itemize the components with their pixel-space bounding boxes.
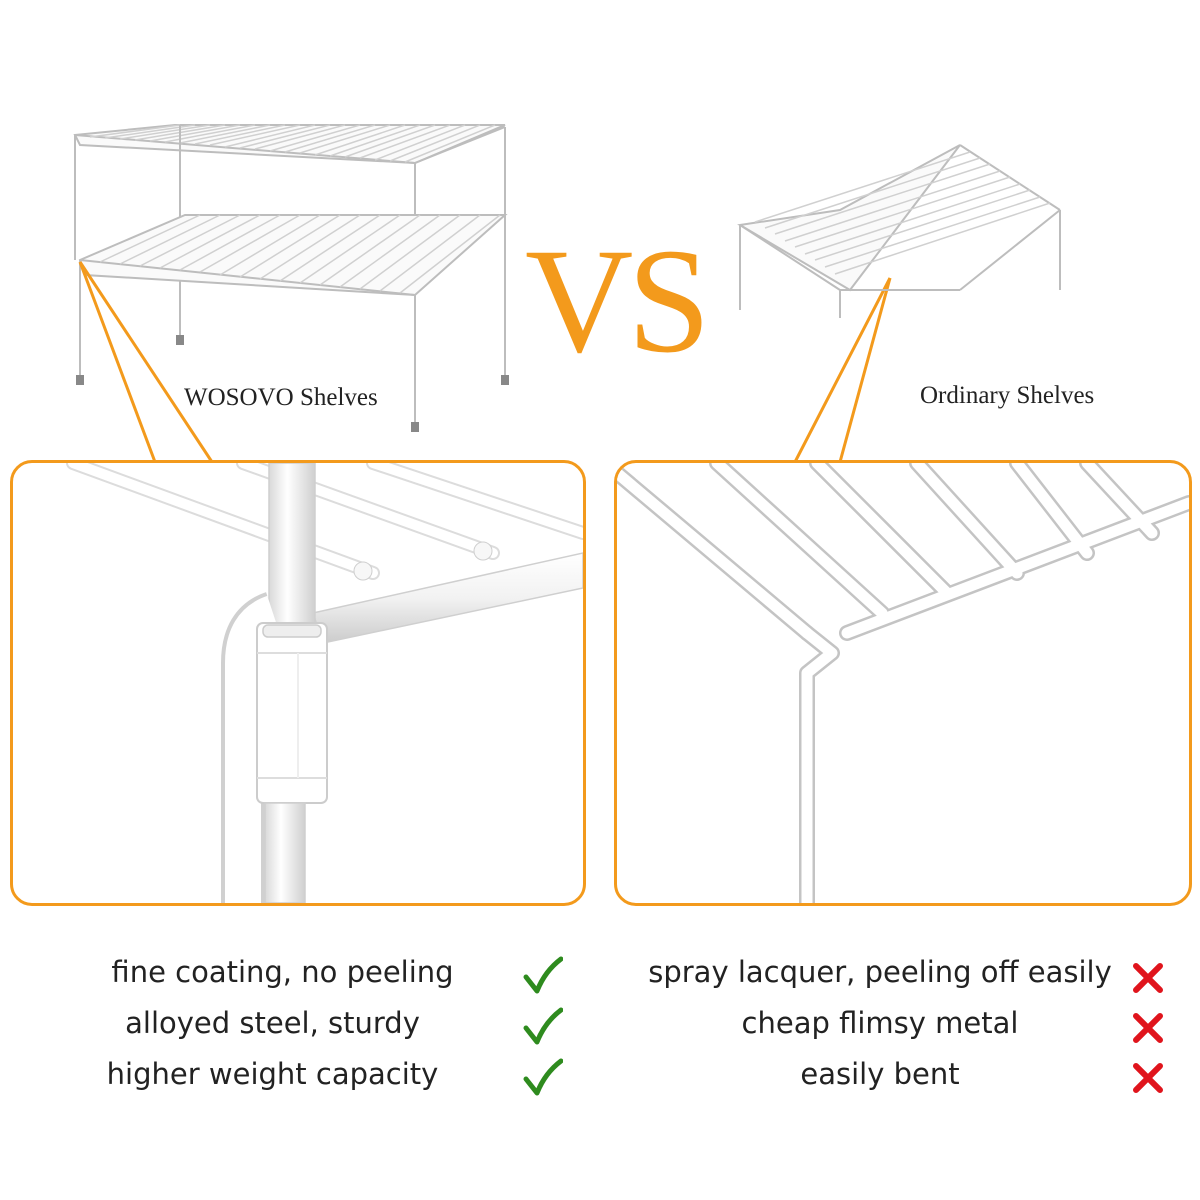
vs-text: VS [525,218,711,384]
cross-icon [1133,1013,1163,1043]
ordinary-shelf-image [737,144,1061,318]
check-icon [523,956,563,994]
ordinary-shelves-label: Ordinary Shelves [920,382,1095,409]
left-feature-2: alloyed steel, sturdy [125,1006,420,1040]
ordinary-corner-illustration [617,463,1189,903]
check-icon [523,1007,563,1045]
cross-icon [1133,963,1163,993]
check-icon [523,1058,563,1096]
wosovo-joint-zoom-panel [10,460,586,906]
left-callout-pointer [78,261,892,463]
right-feature-2: cheap flimsy metal [741,1006,1019,1040]
right-feature-1: spray lacquer, peeling off easily [648,955,1112,989]
wosovo-joint-illustration [66,463,583,903]
wosovo-shelf-image [73,124,509,432]
wosovo-shelves-label: WOSOVO Shelves [184,384,378,411]
cross-icon [1133,1063,1163,1093]
ordinary-corner-zoom-panel [614,460,1192,906]
right-feature-3: easily bent [800,1057,960,1091]
left-feature-1: fine coating, no peeling [111,955,454,989]
left-feature-3: higher weight capacity [106,1057,439,1091]
